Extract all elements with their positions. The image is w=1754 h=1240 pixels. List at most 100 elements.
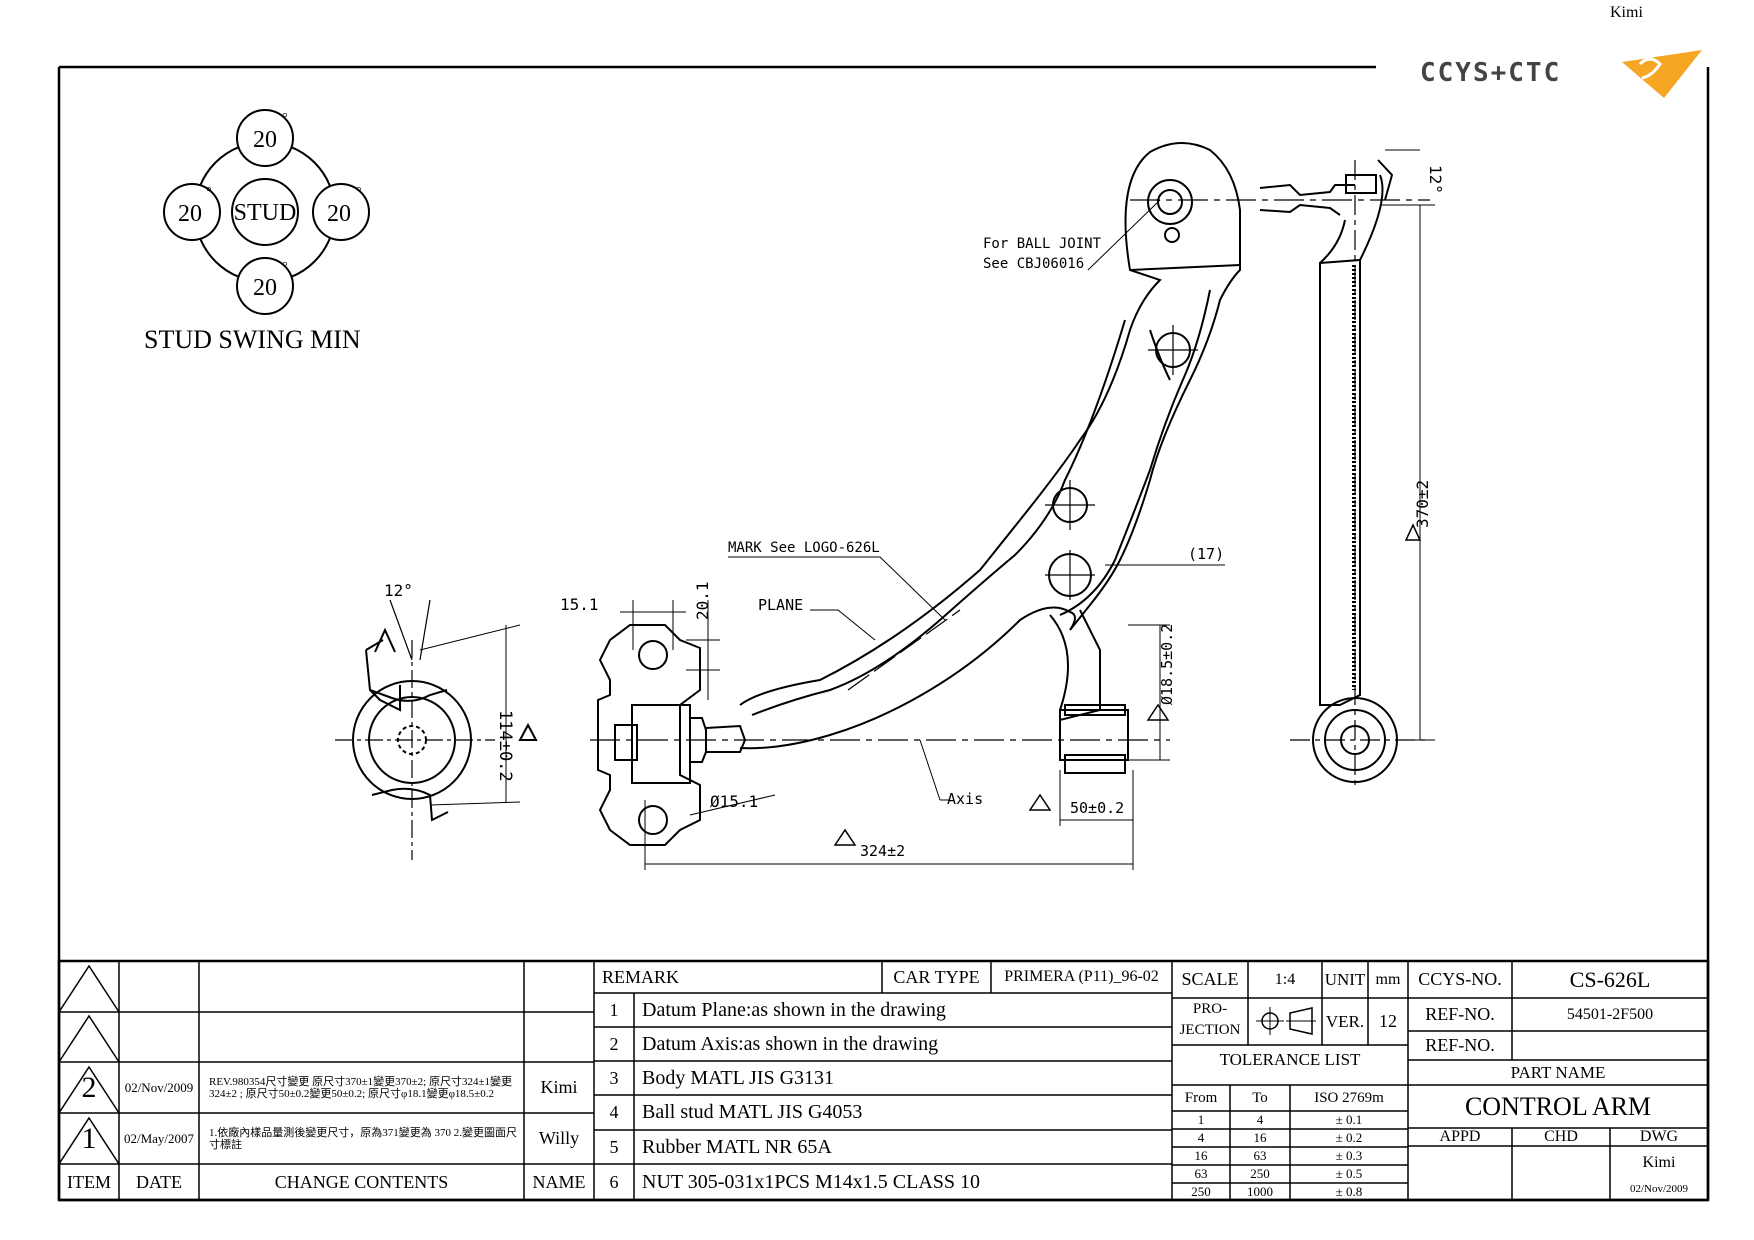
degree-mark-top: ° (282, 111, 288, 126)
stud-swing-diagram (163, 109, 370, 315)
angle-12-left: 12° (384, 581, 413, 600)
ccys-no-value: CS-626L (1569, 966, 1651, 992)
tolerance-row-to: 16 (1253, 1130, 1267, 1145)
remark-6-num: 6 (609, 1171, 619, 1192)
angle-bottom: 20 (253, 275, 277, 301)
control-arm-side-view (1259, 149, 1435, 790)
dim-324: 324±2 (860, 842, 905, 860)
stud-swing-caption: STUD SWING MIN (144, 325, 361, 354)
remark-5-num: 5 (609, 1136, 619, 1157)
degree-mark-right: ° (356, 185, 362, 200)
logo-mark-icon (1622, 50, 1702, 98)
dim-17: (17) (1188, 545, 1224, 563)
tolerance-row-to: 63 (1253, 1148, 1267, 1163)
stud-label: STUD (234, 200, 297, 226)
car-type-label: CAR TYPE (893, 966, 980, 987)
header-name: NAME (532, 1171, 586, 1192)
revision-2-name: Kimi (540, 1077, 578, 1097)
scale-value: 1:4 (1274, 970, 1296, 988)
header-item: ITEM (67, 1171, 111, 1192)
degree-mark-bottom: ° (282, 260, 288, 275)
remark-2-num: 2 (609, 1033, 619, 1054)
tolerance-header-from: From (1184, 1089, 1218, 1106)
revision-2-date: 02/Nov/2009 (124, 1079, 194, 1095)
remark-3-text: Body MATL JIS G3131 (642, 1066, 835, 1089)
tolerance-row-from: 1 (1197, 1112, 1205, 1127)
unit-label: UNIT (1324, 969, 1366, 989)
title-block-grid (57, 959, 1710, 1202)
control-arm-top-view (590, 141, 1430, 870)
tolerance-row-value: ± 0.3 (1335, 1148, 1363, 1163)
dim-phi151: Ø15.1 (710, 792, 758, 811)
tolerance-row-to: 1000 (1247, 1183, 1273, 1199)
degree-mark-left: ° (206, 185, 212, 200)
tolerance-row-from: 4 (1197, 1130, 1205, 1145)
version-value: 12 (1379, 1011, 1397, 1031)
version-label: VER. (1325, 1011, 1365, 1031)
tolerance-row-value: ± 0.8 (1335, 1183, 1363, 1199)
ref-no-value-2 (1512, 1031, 1708, 1060)
remark-1-text: Datum Plane:as shown in the drawing (642, 998, 946, 1021)
tolerance-row-value: ± 0.2 (1335, 1130, 1363, 1145)
remark-4-text: Ball stud MATL JIS G4053 (642, 1101, 863, 1123)
remark-5-text: Rubber MATL NR 65A (642, 1135, 832, 1158)
axis-label: Axis (947, 790, 983, 808)
revision-2-number: 2 (81, 1070, 97, 1104)
drawn-date: 02/Nov/2009 (1629, 1183, 1689, 1195)
tolerance-row-from: 250 (1191, 1183, 1211, 1199)
drawn-by: Kimi (1610, 4, 1643, 21)
tolerance-row-from: 16 (1194, 1148, 1208, 1163)
revision-1-name: Willy (538, 1128, 580, 1148)
angle-left: 20 (178, 201, 202, 227)
remark-6-text: NUT 305-031x1PCS M14x1.5 CLASS 10 (642, 1170, 981, 1193)
dwg-label: DWG (1639, 1128, 1679, 1145)
ball-joint-note-1: For BALL JOINT (983, 236, 1102, 252)
ball-joint-note-2: See CBJ06016 (983, 256, 1084, 272)
revision-1-date: 02/May/2007 (123, 1130, 195, 1146)
tolerance-header-iso: ISO 2769m (1314, 1089, 1384, 1106)
header-date: DATE (136, 1171, 182, 1192)
part-name-label: PART NAME (1510, 1062, 1606, 1082)
dim-151-top: 15.1 (560, 595, 599, 614)
dim-370: 370±2 (1413, 480, 1432, 528)
revision-2-contents: REV.980354尺寸變更 原尺寸370±1變更370±2; 原尺寸324±1… (209, 1075, 512, 1100)
projection-label-2: JECTION (1179, 1021, 1241, 1038)
chd-label: CHD (1544, 1128, 1578, 1145)
mark-logo-note: MARK See LOGO-626L (728, 540, 880, 556)
angle-12-right: 12° (1426, 165, 1445, 194)
remark-3-num: 3 (609, 1067, 619, 1088)
tolerance-row-value: ± 0.1 (1335, 1112, 1363, 1127)
part-name-value: CONTROL ARM (1464, 1091, 1652, 1121)
tolerance-row-value: ± 0.5 (1335, 1166, 1363, 1181)
plane-label: PLANE (758, 596, 803, 614)
tolerance-row-from: 63 (1194, 1166, 1208, 1181)
tolerance-header-to: To (1252, 1089, 1268, 1106)
ref-no-label-1: REF-NO. (1425, 1004, 1495, 1024)
dim-50: 50±0.2 (1070, 799, 1124, 817)
tolerance-row-to: 4 (1256, 1112, 1264, 1127)
scale-label: SCALE (1181, 969, 1239, 989)
ref-no-label-2: REF-NO. (1425, 1035, 1495, 1055)
revision-1-contents: 1.依廠內樣品量測後變更尺寸，原為371變更為 370 2.變更圖面尺寸標註 (209, 1126, 517, 1151)
unit-value: mm (1375, 970, 1401, 988)
remark-2-text: Datum Axis:as shown in the drawing (642, 1032, 939, 1055)
logo-text: CCYS+CTC (1420, 58, 1561, 88)
dim-114: 114±0.2 (495, 710, 515, 782)
drawn-by-value: Kimi (1642, 1154, 1676, 1171)
angle-top: 20 (253, 127, 277, 153)
ref-no-value-1: 54501-2F500 (1566, 1005, 1654, 1023)
tolerance-title: TOLERANCE LIST (1219, 1050, 1361, 1069)
dim-185: Ø18.5±0.2 (1158, 624, 1176, 705)
car-type-value: PRIMERA (P11)_96-02 (1004, 968, 1159, 985)
bushing-section-view (335, 599, 538, 860)
header-change-contents: CHANGE CONTENTS (274, 1171, 449, 1192)
remark-header: REMARK (602, 966, 680, 987)
remark-1-num: 1 (609, 999, 619, 1020)
remark-4-num: 4 (609, 1102, 619, 1122)
revision-1-number: 1 (81, 1121, 97, 1155)
angle-right: 20 (327, 201, 351, 227)
logo: CCYS+CTC (1420, 50, 1702, 98)
dim-201: 20.1 (693, 581, 712, 620)
projection-label-1: PRO- (1192, 1001, 1228, 1017)
